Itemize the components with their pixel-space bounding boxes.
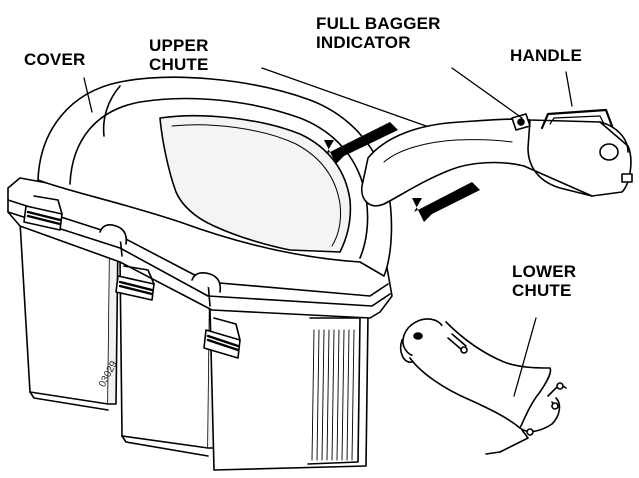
direction-arrows bbox=[324, 122, 480, 222]
label-upper-chute: UPPER CHUTE bbox=[149, 36, 209, 74]
bin-right bbox=[209, 307, 369, 471]
latch-right bbox=[203, 317, 241, 359]
label-lower-chute: LOWER CHUTE bbox=[512, 262, 577, 300]
upper-chute bbox=[360, 118, 633, 207]
arrow-upper bbox=[324, 122, 398, 164]
full-bagger-indicator bbox=[511, 113, 531, 131]
lower-chute bbox=[399, 318, 567, 455]
latch-left bbox=[23, 195, 63, 231]
label-cover: COVER bbox=[24, 50, 86, 69]
handle bbox=[540, 108, 614, 130]
arrow-lower bbox=[412, 182, 480, 222]
bin-left bbox=[19, 221, 119, 411]
label-full-bagger-indicator: FULL BAGGER INDICATOR bbox=[316, 14, 441, 52]
label-handle: HANDLE bbox=[510, 46, 583, 65]
latch-middle bbox=[115, 265, 155, 301]
leader-lines bbox=[83, 67, 573, 397]
